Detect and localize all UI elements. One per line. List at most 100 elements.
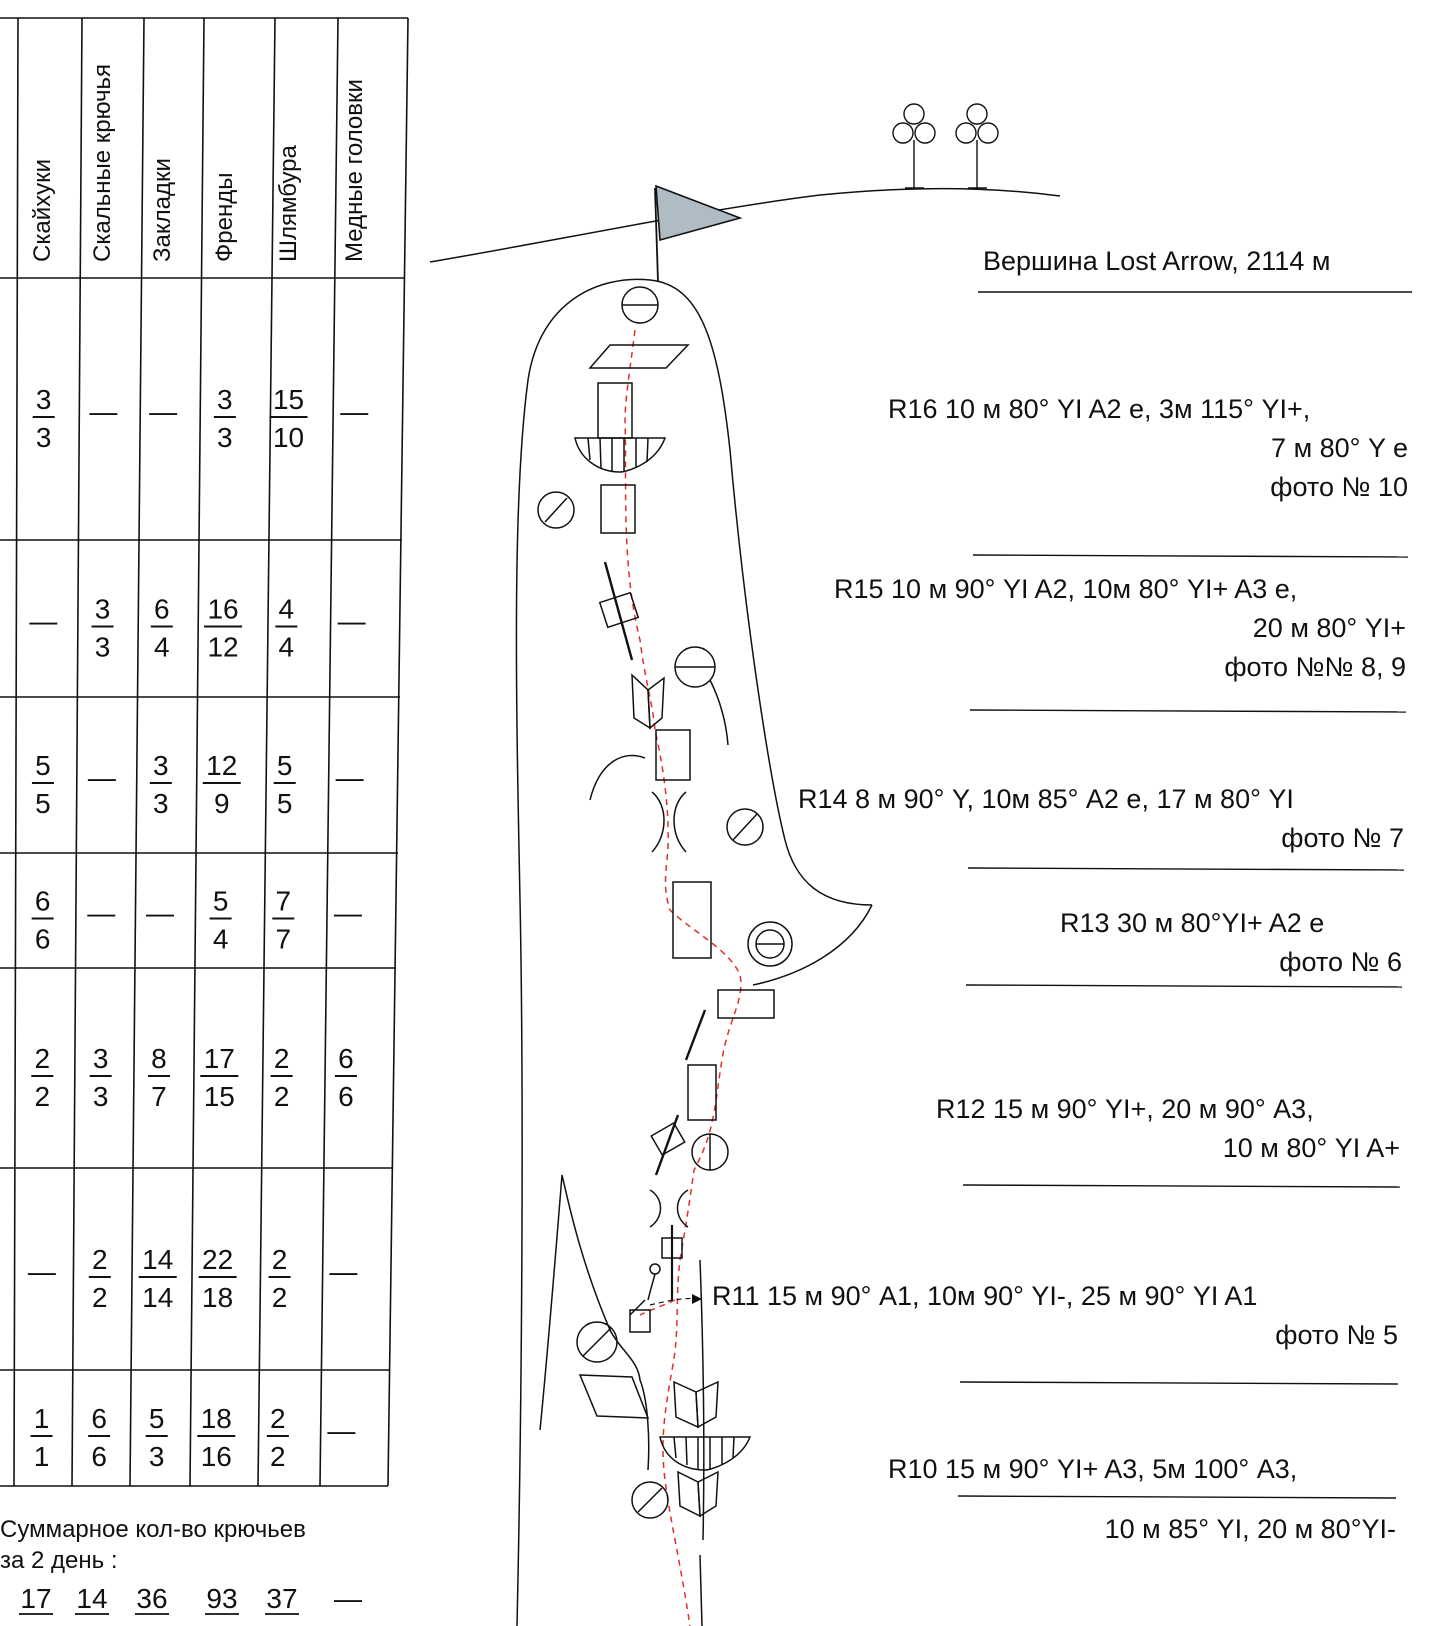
fraction-denominator: 6 <box>35 924 51 955</box>
summary: Суммарное кол-во крючьев за 2 день : <box>0 1516 306 1574</box>
fraction-denominator: 3 <box>95 632 111 663</box>
fraction-cell: 64 <box>150 594 173 663</box>
fraction-numerator: 3 <box>153 750 169 781</box>
pitch-text: фото № 5 <box>1275 1320 1398 1350</box>
fraction-numerator: 5 <box>213 886 229 917</box>
bolt-icon <box>631 1481 669 1519</box>
fraction-denominator: 4 <box>154 632 170 663</box>
fraction-denominator: 3 <box>153 788 169 819</box>
dash-cell: — <box>88 762 116 793</box>
column-header: Шлямбура <box>275 144 302 262</box>
dash-cell: — <box>29 606 57 637</box>
chimney-icon <box>600 484 636 534</box>
fraction-numerator: 5 <box>35 750 51 781</box>
fraction-cell: 33 <box>91 594 114 663</box>
ridge-line <box>429 187 1061 263</box>
fraction-denominator: 16 <box>201 1441 232 1472</box>
fraction-numerator: 8 <box>151 1043 167 1074</box>
fraction-numerator: 7 <box>275 886 291 917</box>
pitch-text: фото № 6 <box>1279 947 1402 977</box>
fraction-numerator: 12 <box>206 750 237 781</box>
bolt-icon <box>726 808 764 846</box>
fraction-numerator: 22 <box>202 1244 233 1275</box>
pitch-r15: R15 10 м 90° YI A2, 10м 80° YI+ A3 e,20 … <box>834 574 1407 713</box>
fraction-numerator: 2 <box>274 1043 290 1074</box>
fraction-cell: 66 <box>334 1043 357 1112</box>
fraction-numerator: 18 <box>201 1403 232 1434</box>
bolt-icon <box>537 491 575 529</box>
fraction-denominator: 18 <box>202 1282 233 1313</box>
fraction-cell: 55 <box>273 750 296 819</box>
fraction-denominator: 2 <box>274 1081 290 1112</box>
pitch-text: R16 10 м 80° YI A2 e, 3м 115° YI+, <box>888 394 1310 424</box>
crack-icon <box>603 561 634 661</box>
summit-flag-icon <box>654 184 743 283</box>
pitch-text: R15 10 м 90° YI A2, 10м 80° YI+ A3 e, <box>834 574 1297 604</box>
pitch-rule <box>967 867 1405 871</box>
pitch-text: 10 м 85° YI, 20 м 80°YI- <box>1105 1514 1396 1544</box>
fraction-denominator: 2 <box>92 1282 108 1313</box>
dash-cell: — <box>87 898 115 929</box>
fraction-cell: 66 <box>31 886 54 955</box>
pitch-text: фото № 7 <box>1281 823 1404 853</box>
pitch-text: фото № 10 <box>1270 472 1408 502</box>
fraction-cell: 33 <box>213 384 236 453</box>
gear-table <box>0 17 409 1487</box>
fraction-cell: 53 <box>145 1403 168 1472</box>
tower-outline <box>515 278 873 1626</box>
fraction-numerator: 3 <box>36 384 52 415</box>
fraction-numerator: 5 <box>277 750 293 781</box>
fraction-denominator: 4 <box>213 924 229 955</box>
arrowhead-icon <box>692 1294 702 1304</box>
pitch-rule <box>962 1184 1401 1188</box>
fraction-cell: 22 <box>266 1403 289 1472</box>
summary-total: 37 <box>266 1583 297 1614</box>
fraction-cell: 33 <box>149 750 172 819</box>
summary-total: 14 <box>76 1583 107 1614</box>
pitch-text: R10 15 м 90° YI+ A3, 5м 100° A3, <box>888 1454 1297 1484</box>
overhang-icon <box>574 437 667 473</box>
tree-icon <box>955 103 999 189</box>
fraction-cell: 22 <box>88 1244 111 1313</box>
pitch-text: R11 15 м 90° A1, 10м 90° YI-, 25 м 90° Y… <box>712 1281 1257 1311</box>
fraction-numerator: 6 <box>154 594 170 625</box>
fraction-cell: 54 <box>209 886 232 955</box>
pitch-rule <box>957 1495 1397 1499</box>
fraction-cell: 55 <box>31 750 54 819</box>
ledge-icon <box>588 344 690 369</box>
fraction-numerator: 2 <box>35 1043 51 1074</box>
pendulum-icon <box>629 1263 661 1316</box>
fraction-numerator: 16 <box>207 594 238 625</box>
pitch-text: R14 8 м 90° Y, 10м 85° A2 e, 17 м 80° YI <box>798 784 1294 814</box>
fraction-cell: 77 <box>272 886 295 955</box>
summary-total: 93 <box>206 1583 237 1614</box>
piton-icon <box>661 1237 683 1259</box>
fraction-cell: 33 <box>32 384 55 453</box>
fraction-denominator: 7 <box>151 1081 167 1112</box>
dash-cell: — <box>28 1256 56 1287</box>
fraction-denominator: 4 <box>279 632 295 663</box>
fraction-denominator: 14 <box>142 1282 173 1313</box>
fraction-cell: 33 <box>89 1043 112 1112</box>
constriction-icon <box>649 1189 689 1228</box>
fraction-numerator: 6 <box>91 1403 107 1434</box>
fraction-denominator: 3 <box>36 422 52 453</box>
fraction-cell: 22 <box>31 1043 54 1112</box>
pitch-descriptions: R16 10 м 80° YI A2 e, 3м 115° YI+,7 м 80… <box>712 394 1409 1544</box>
fraction-numerator: 3 <box>217 384 233 415</box>
pitch-text: 10 м 80° YI A+ <box>1223 1133 1400 1163</box>
dihedral-icon <box>631 673 665 730</box>
chimney-icon <box>687 1064 717 1121</box>
fraction-cell: 11 <box>30 1403 53 1472</box>
fraction-numerator: 15 <box>273 384 304 415</box>
ledge-icon <box>717 989 775 1019</box>
pitch-rule <box>965 984 1403 988</box>
dihedral-icon <box>673 1380 719 1429</box>
column-header: Медные головки <box>341 79 368 262</box>
summary-total: 36 <box>136 1583 167 1614</box>
